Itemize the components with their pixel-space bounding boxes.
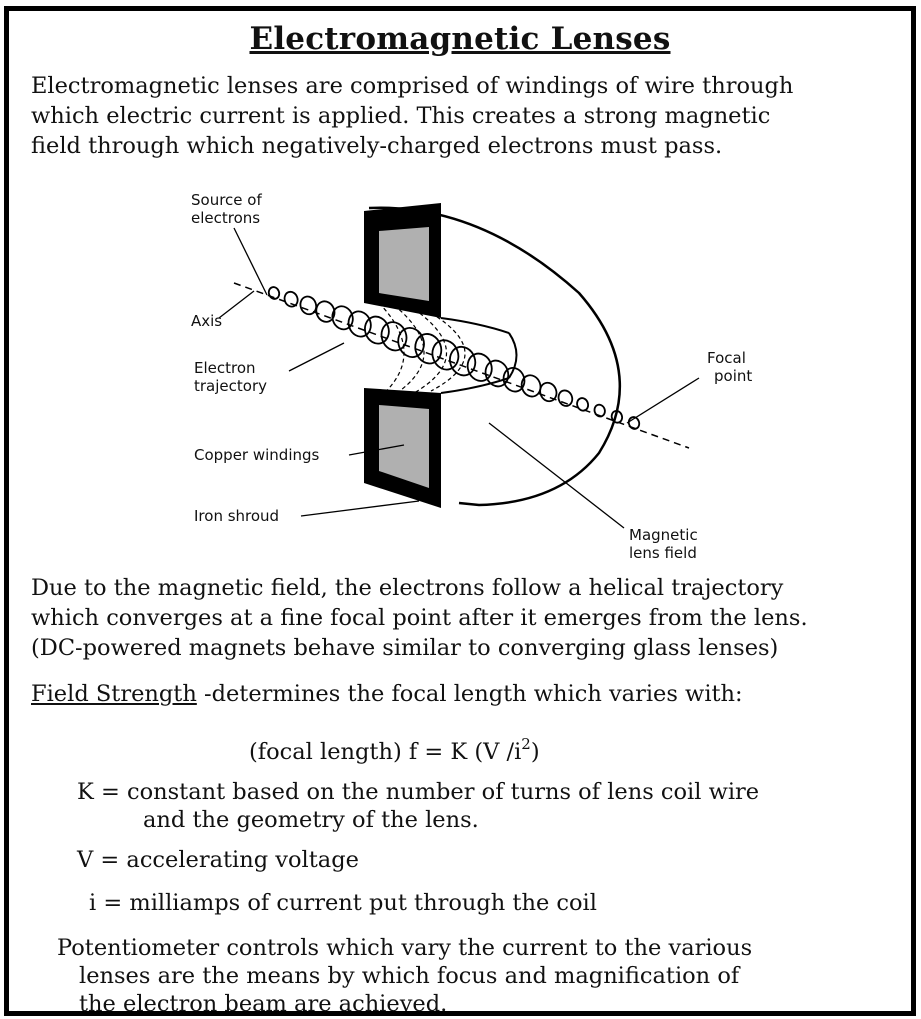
leader-focal bbox=[626, 377, 700, 424]
electromagnetic-lens-diagram: Source of electrons Axis Electron trajec… bbox=[191, 191, 752, 562]
shroud-outline bbox=[368, 206, 622, 507]
helix-loop bbox=[397, 327, 425, 358]
helix-loop bbox=[520, 374, 542, 398]
helix-loop bbox=[267, 286, 281, 300]
definition-k: K = constant based on the number of turn… bbox=[77, 779, 760, 805]
page-title: Electromagnetic Lenses bbox=[249, 21, 671, 57]
magnetic-field-line bbox=[430, 312, 466, 392]
helix-loop bbox=[449, 345, 477, 377]
definition-k-continued: and the geometry of the lens. bbox=[143, 807, 479, 833]
helix-loop bbox=[299, 295, 318, 316]
leader-axis bbox=[218, 290, 255, 319]
definition-i: i = milliamps of current put through the… bbox=[89, 890, 597, 916]
magnetic-field-line bbox=[393, 304, 425, 396]
helix-loop bbox=[431, 339, 460, 371]
electron-helix bbox=[267, 286, 641, 430]
helix-loop bbox=[593, 403, 606, 418]
closing-line: the electron beam are achieved. bbox=[79, 991, 448, 1017]
label-trajectory-2: trajectory bbox=[194, 377, 267, 395]
helix-loop bbox=[380, 321, 408, 352]
explanation-paragraph: Due to the magnetic field, the electrons… bbox=[31, 573, 911, 663]
formula-close: ) bbox=[530, 739, 540, 765]
field-strength-line: Field Strength -determines the focal len… bbox=[31, 679, 743, 709]
helix-loop bbox=[347, 310, 372, 338]
helix-loop bbox=[466, 352, 493, 382]
label-focal-2: point bbox=[714, 367, 752, 385]
label-source-1: Source of bbox=[191, 191, 262, 209]
label-trajectory-1: Electron bbox=[194, 359, 256, 377]
magnetic-field-line bbox=[413, 308, 448, 394]
helix-loop bbox=[283, 290, 299, 308]
explanation-line: Due to the magnetic field, the electrons… bbox=[31, 575, 784, 601]
helix-loop bbox=[539, 381, 558, 403]
helix-loop bbox=[315, 300, 336, 323]
leader-trajectory bbox=[288, 342, 345, 372]
bore-curve bbox=[508, 332, 518, 379]
page-frame: Electromagnetic Lenses Electromagnetic l… bbox=[4, 6, 916, 1017]
optical-axis bbox=[233, 282, 690, 449]
field-strength-term: Field Strength bbox=[31, 681, 197, 707]
closing-line: Potentiometer controls which vary the cu… bbox=[57, 935, 753, 961]
formula-exponent: 2 bbox=[521, 735, 531, 753]
label-magnetic-1: Magnetic bbox=[629, 526, 698, 544]
field-strength-description: -determines the focal length which varie… bbox=[196, 681, 743, 707]
helix-loop bbox=[502, 366, 526, 393]
intro-line: field through which negatively-charged e… bbox=[31, 133, 723, 159]
label-source-2: electrons bbox=[191, 209, 260, 227]
closing-line: lenses are the means by which focus and … bbox=[79, 963, 740, 989]
intro-line: which electric current is applied. This … bbox=[31, 103, 771, 129]
helix-loop bbox=[610, 409, 624, 424]
helix-loop bbox=[576, 397, 590, 412]
definition-v: V = accelerating voltage bbox=[77, 847, 359, 873]
top-copper-winding bbox=[379, 227, 429, 301]
label-iron: Iron shroud bbox=[194, 507, 279, 525]
explanation-line: which converges at a fine focal point af… bbox=[31, 605, 808, 631]
leader-source bbox=[233, 227, 268, 296]
bottom-copper-winding bbox=[379, 405, 429, 488]
label-copper: Copper windings bbox=[194, 446, 320, 464]
leader-copper bbox=[348, 444, 405, 456]
focal-length-formula: (focal length) f = K (V /i2) bbox=[249, 729, 540, 767]
intro-paragraph: Electromagnetic lenses are comprised of … bbox=[31, 71, 901, 161]
leader-iron bbox=[300, 500, 420, 517]
label-focal-1: Focal bbox=[707, 349, 746, 367]
helix-loop bbox=[627, 416, 641, 430]
explanation-line: (DC-powered magnets behave similar to co… bbox=[31, 635, 779, 661]
helix-loop bbox=[414, 333, 443, 365]
helix-loop bbox=[557, 389, 574, 407]
bore-upper bbox=[440, 317, 510, 334]
label-axis: Axis bbox=[191, 312, 222, 330]
leader-magnetic bbox=[488, 422, 625, 529]
label-magnetic-2: lens field bbox=[629, 544, 697, 562]
formula-text: (focal length) f = K (V /i bbox=[249, 739, 522, 765]
helix-loop bbox=[364, 315, 390, 345]
intro-line: Electromagnetic lenses are comprised of … bbox=[31, 73, 794, 99]
